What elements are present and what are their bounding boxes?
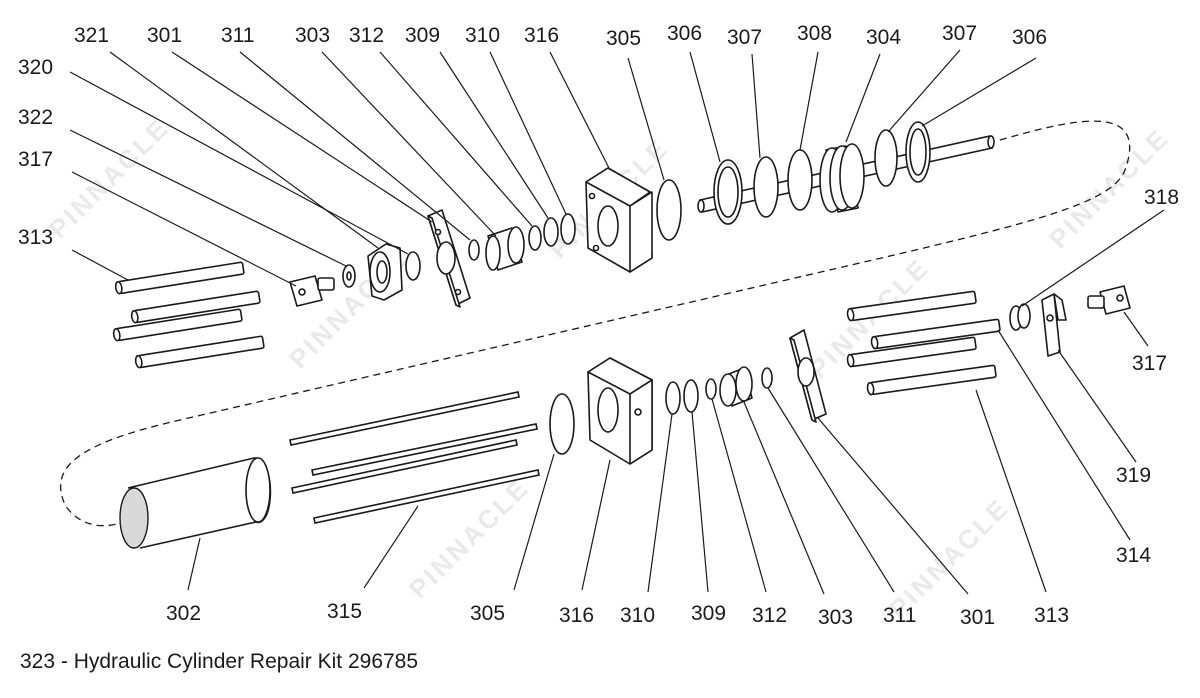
piston-304: [819, 143, 865, 213]
label-320: 320: [18, 56, 53, 79]
gland-303-upper: [485, 226, 525, 271]
barrel-302: [119, 457, 272, 549]
leader-lines: [69, 49, 1165, 595]
label-319: 319: [1116, 464, 1151, 487]
label-310-bottom: 310: [620, 604, 655, 627]
end-block-316-lower: [587, 357, 653, 465]
label-322: 322: [18, 106, 53, 129]
label-311-top: 311: [221, 24, 254, 47]
label-309-bottom: 309: [691, 602, 726, 625]
label-308-top: 308: [797, 22, 832, 45]
seal-309-upper: [543, 217, 559, 247]
label-314: 314: [1116, 544, 1151, 567]
label-312-bottom: 312: [752, 604, 787, 627]
label-318: 318: [1144, 186, 1179, 209]
seal-306-right: [905, 121, 931, 183]
oring-305-upper: [656, 179, 682, 241]
seal-307-right: [874, 129, 898, 187]
label-316-bottom: 316: [559, 604, 594, 627]
washer-322: [342, 264, 356, 288]
label-304-top: 304: [866, 26, 901, 49]
label-317-left: 317: [18, 148, 53, 171]
label-306-top-right: 306: [1012, 26, 1047, 49]
clevis-317-upper: [289, 275, 335, 307]
seal-310-upper: [560, 213, 576, 245]
end-plate-301-upper: [427, 209, 471, 308]
label-307-top-right: 307: [942, 22, 977, 45]
nut-320: [367, 243, 403, 301]
label-309-top: 309: [405, 24, 440, 47]
seal-307-left: [753, 156, 779, 218]
bracket-319: [1041, 293, 1067, 357]
label-301-bottom: 301: [960, 606, 995, 629]
label-306-top-left: 306: [667, 22, 702, 45]
tie-rods-313-right: [846, 290, 1001, 396]
seal-306-left: [713, 159, 743, 225]
kit-caption: 323 - Hydraulic Cylinder Repair Kit 2967…: [20, 650, 419, 673]
ring-308: [787, 149, 813, 211]
label-301-top: 301: [147, 24, 182, 47]
callout-labels: 321 301 311 303 312 309 310 316 305 306 …: [18, 22, 1179, 629]
label-303-bottom: 303: [818, 606, 853, 629]
end-block-316-upper: [585, 167, 653, 273]
bushing-318: [1009, 303, 1031, 331]
seal-312-lower: [705, 378, 717, 400]
label-321-top: 321: [74, 24, 109, 47]
label-302: 302: [166, 602, 201, 625]
label-307-top-left: 307: [727, 26, 762, 49]
label-313-left: 313: [18, 226, 53, 249]
seal-309-lower: [683, 379, 699, 413]
tie-rods-313-upper: [112, 261, 265, 369]
oring-305-lower: [549, 393, 575, 455]
seal-310-lower: [665, 381, 681, 415]
label-315: 315: [327, 600, 362, 623]
label-305-bottom: 305: [470, 602, 505, 625]
label-317-right: 317: [1132, 352, 1167, 375]
label-305-top: 305: [606, 27, 641, 50]
clevis-317-lower: [1087, 285, 1131, 315]
watermark: PINNACLE: [43, 112, 175, 244]
label-312-top: 312: [349, 24, 384, 47]
long-rods-315: [289, 391, 540, 524]
wiper-311-upper: [468, 239, 480, 261]
seal-312-upper: [528, 225, 542, 251]
wiper-311-lower: [761, 367, 773, 389]
label-310-top: 310: [465, 24, 500, 47]
label-313-bottom: 313: [1034, 604, 1069, 627]
label-311-bottom: 311: [883, 604, 916, 627]
assembly-path-dashed: [60, 120, 1131, 527]
label-316-top: 316: [524, 24, 559, 47]
label-303-top: 303: [295, 24, 330, 47]
end-plate-301-lower: [789, 329, 827, 423]
gland-303-lower: [719, 366, 753, 407]
oring-321: [405, 251, 421, 281]
